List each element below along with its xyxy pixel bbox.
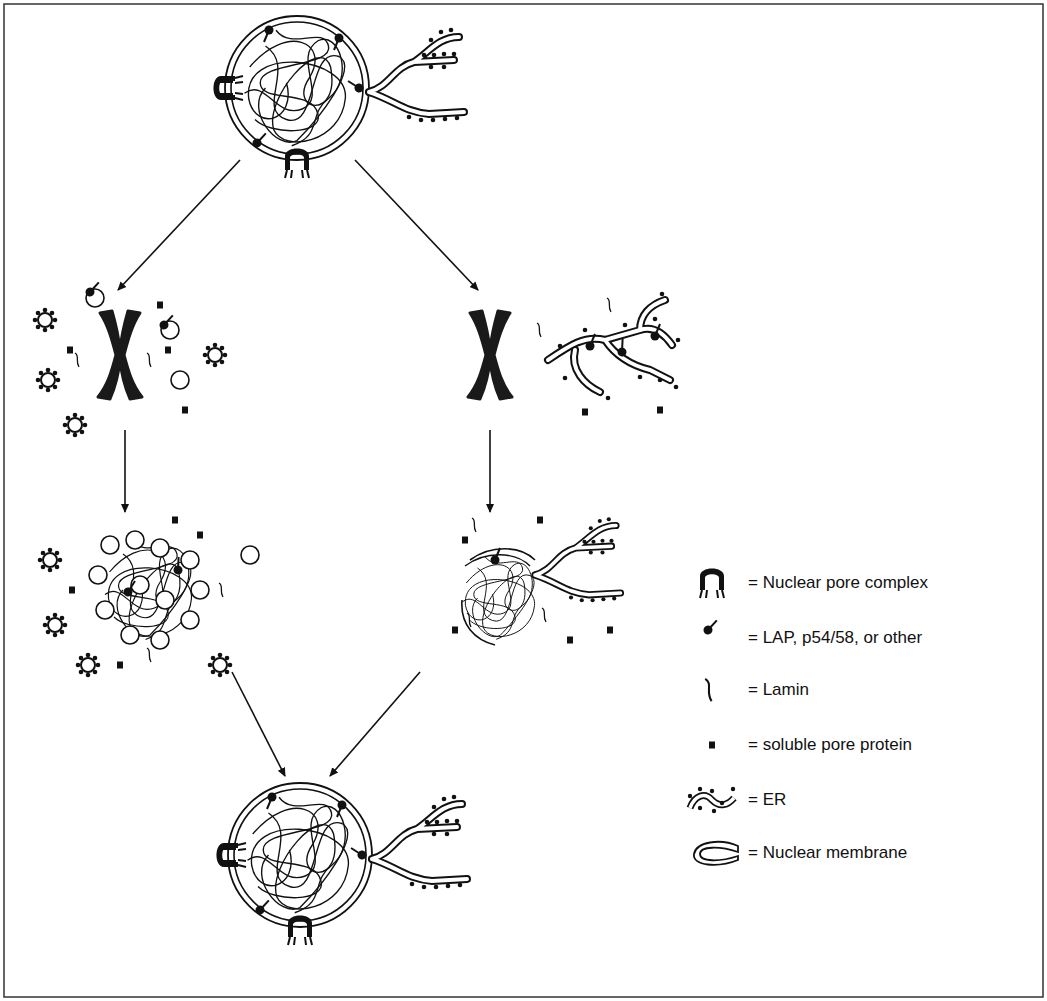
legend-symbol <box>705 679 711 701</box>
legend-symbol <box>709 742 715 749</box>
legend-label: = Nuclear pore complex <box>748 573 928 593</box>
legend-label: = Lamin <box>748 680 809 700</box>
legend-symbol <box>694 842 738 865</box>
legend-symbol <box>688 787 735 813</box>
legend-label: = Nuclear membrane <box>748 843 907 863</box>
legend-label: = ER <box>748 790 786 810</box>
legend-label: = soluble pore protein <box>748 735 912 755</box>
frame <box>4 4 1043 997</box>
legend-symbol <box>702 617 717 636</box>
legend-symbol <box>700 569 724 599</box>
legend-label: = LAP, p54/58, or other <box>748 628 922 648</box>
